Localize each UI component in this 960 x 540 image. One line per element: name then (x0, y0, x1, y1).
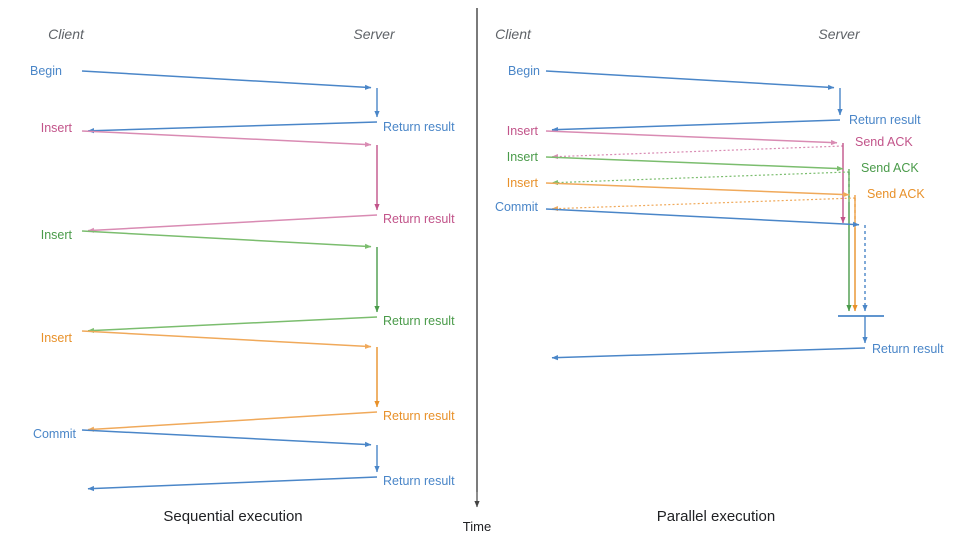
left-server-header: Server (353, 26, 396, 42)
reply-arrow-insert-3 (87, 411, 378, 432)
message-label-insert-2: Insert (507, 150, 539, 164)
reply-arrow-begin (87, 121, 378, 134)
message-label-insert-1: Insert (507, 124, 539, 138)
left-client-header: Client (48, 26, 85, 42)
right-server-header: Server (818, 26, 861, 42)
time-axis-label: Time (463, 519, 491, 534)
request-arrow-insert-3 (81, 330, 372, 349)
request-arrow-insert-1 (545, 130, 838, 146)
reply-label-begin: Return result (849, 113, 921, 127)
reply-label-begin: Return result (383, 120, 455, 134)
reply-label-insert-2: Return result (383, 314, 455, 328)
ack-label-insert-1: Send ACK (855, 135, 913, 149)
reply-arrow-commit (87, 476, 378, 492)
reply-arrow-begin (551, 119, 841, 133)
request-arrow-insert-1 (81, 130, 372, 148)
message-label-commit: Commit (495, 200, 539, 214)
right-panel-caption: Parallel execution (657, 508, 775, 525)
message-label-insert-1: Insert (41, 121, 73, 135)
message-label-begin: Begin (30, 64, 62, 78)
reply-arrow-insert-2 (87, 316, 378, 334)
reply-label-commit: Return result (872, 342, 944, 356)
request-arrow-insert-2 (81, 230, 372, 249)
request-arrow-insert-3 (545, 182, 850, 198)
request-arrow-insert-2 (545, 156, 844, 172)
request-arrow-begin (81, 70, 372, 90)
ack-label-insert-3: Send ACK (867, 187, 925, 201)
left-panel-caption: Sequential execution (163, 508, 302, 525)
message-label-commit: Commit (33, 427, 77, 441)
reply-arrow-commit (551, 347, 866, 361)
ack-arrow-insert-3 (551, 197, 856, 212)
request-arrow-commit (81, 429, 372, 447)
request-arrow-begin (545, 70, 835, 90)
ack-arrow-insert-2 (551, 171, 850, 186)
request-arrow-commit (545, 208, 860, 227)
right-client-header: Client (495, 26, 532, 42)
reply-arrow-insert-1 (87, 214, 378, 233)
message-label-insert-3: Insert (507, 176, 539, 190)
reply-label-insert-3: Return result (383, 409, 455, 423)
message-label-begin: Begin (508, 64, 540, 78)
message-label-insert-3: Insert (41, 331, 73, 345)
ack-label-insert-2: Send ACK (861, 161, 919, 175)
reply-label-commit: Return result (383, 474, 455, 488)
reply-label-insert-1: Return result (383, 212, 455, 226)
message-label-insert-2: Insert (41, 228, 73, 242)
